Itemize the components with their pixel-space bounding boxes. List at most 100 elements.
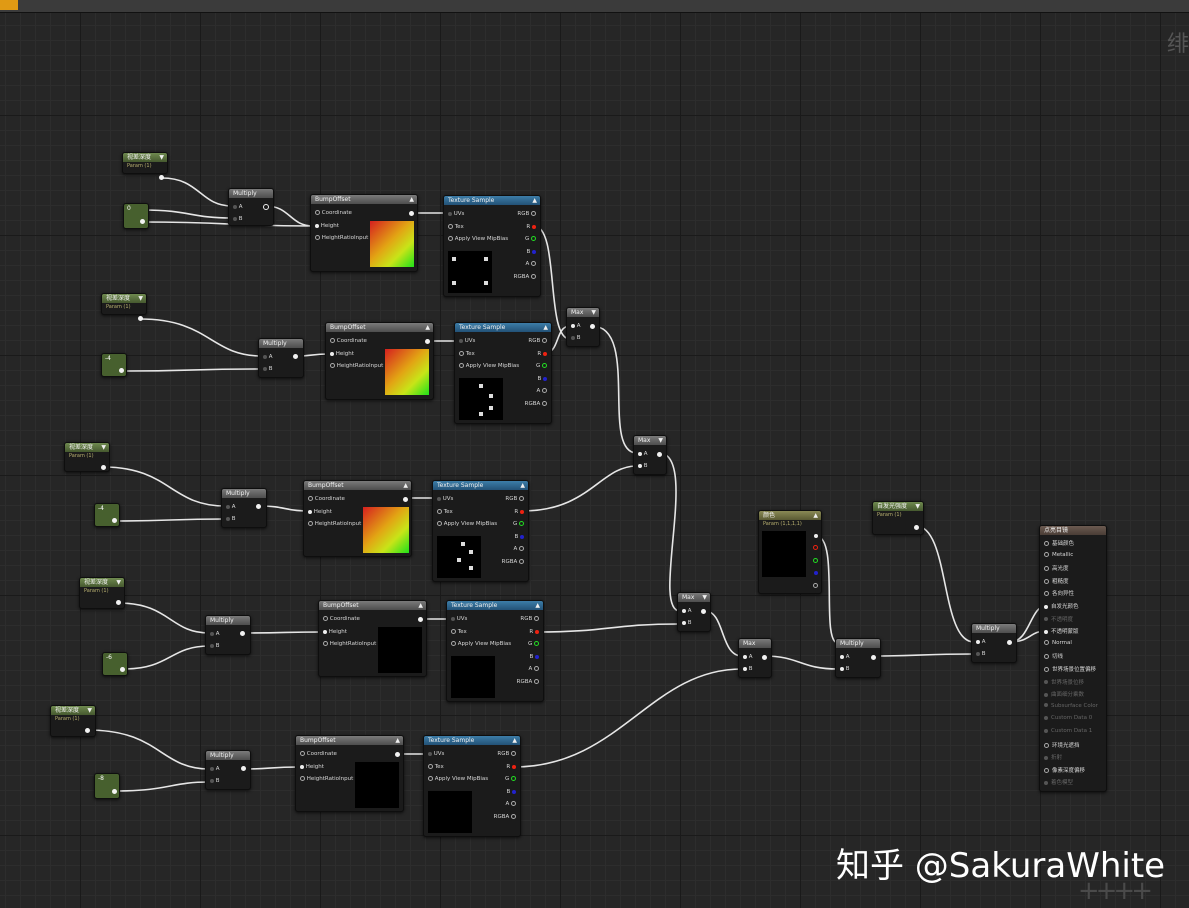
output-pin[interactable] <box>138 316 143 321</box>
texture-sample-node-3[interactable]: Texture Sample▲ UVs Tex Apply View MipBi… <box>432 480 529 582</box>
max-node-4[interactable]: Max A B <box>738 638 772 678</box>
output-pin[interactable] <box>263 204 269 210</box>
material-input-row[interactable]: 曲面细分乘数 <box>1044 690 1084 698</box>
param-node-depth-3[interactable]: 视差深度▼ Param (1) <box>64 442 110 472</box>
output-pin[interactable] <box>240 631 245 636</box>
max-node-2[interactable]: Max▼ A B <box>633 435 667 475</box>
max-node-1[interactable]: Max▼ A B <box>566 307 600 347</box>
output-pin[interactable] <box>657 452 662 457</box>
input-pin-icon[interactable] <box>1044 742 1049 748</box>
output-pin[interactable] <box>112 518 117 523</box>
param-node-depth-1[interactable]: 视差深度▼ Param (1) <box>122 152 168 180</box>
output-pin[interactable] <box>1007 640 1012 645</box>
material-input-row[interactable]: 各向异性 <box>1044 589 1074 597</box>
collapse-arrow-icon[interactable]: ▼ <box>159 154 164 161</box>
output-pin[interactable] <box>590 324 595 329</box>
output-pin[interactable] <box>762 655 767 660</box>
texture-sample-node-2[interactable]: Texture Sample▲ UVs Tex Apply View MipBi… <box>454 322 552 424</box>
output-pin[interactable] <box>701 609 706 614</box>
material-input-row[interactable]: 像素深度偏移 <box>1044 766 1085 774</box>
output-pin[interactable] <box>112 789 117 794</box>
material-input-row[interactable]: Normal <box>1044 639 1072 646</box>
material-input-row[interactable]: 粗糙度 <box>1044 577 1069 585</box>
output-pin[interactable] <box>409 211 414 216</box>
material-input-row[interactable]: 自发光颜色 <box>1044 602 1079 610</box>
output-pin[interactable] <box>159 175 164 180</box>
multiply-node-7[interactable]: Multiply A B <box>971 623 1017 663</box>
input-pin-icon[interactable] <box>1044 715 1048 720</box>
bump-offset-node-4[interactable]: BumpOffset▲ Coordinate Height HeightRati… <box>318 600 427 677</box>
material-input-row[interactable]: 基础颜色 <box>1044 539 1074 547</box>
input-pin-icon[interactable] <box>1044 604 1048 609</box>
collapse-arrow-icon[interactable]: ▼ <box>138 295 143 302</box>
input-pin-icon[interactable] <box>1044 551 1049 557</box>
input-pin-icon[interactable] <box>1044 780 1048 785</box>
output-pin[interactable] <box>116 600 121 605</box>
input-pin-icon[interactable] <box>1044 541 1049 546</box>
texture-sample-node-5[interactable]: Texture Sample▲ UVs Tex Apply View MipBi… <box>423 735 521 837</box>
constant-node-3[interactable]: -4 <box>94 503 120 527</box>
output-pin[interactable] <box>241 766 246 771</box>
material-input-row[interactable]: Metallic <box>1044 551 1073 558</box>
bump-offset-node-1[interactable]: BumpOffset▲ Coordinate Height HeightRati… <box>310 194 418 272</box>
toolbar-tab-active[interactable] <box>0 0 18 10</box>
output-pin[interactable] <box>256 504 261 509</box>
material-input-row[interactable]: 折射 <box>1044 753 1062 761</box>
multiply-node-3[interactable]: Multiply A B <box>221 488 267 528</box>
material-input-row[interactable]: 环境光遮挡 <box>1044 741 1080 749</box>
output-pin[interactable] <box>418 617 423 622</box>
bump-offset-node-3[interactable]: BumpOffset▲ Coordinate Height HeightRati… <box>303 480 412 557</box>
output-pin[interactable] <box>395 752 400 757</box>
collapse-arrow-icon[interactable]: ▼ <box>101 444 106 451</box>
color-param-node[interactable]: 颜色▲ Param (1,1,1,1) <box>758 510 822 594</box>
material-input-row[interactable]: Custom Data 1 <box>1044 728 1092 734</box>
input-pin-icon[interactable] <box>1044 566 1049 572</box>
output-pin[interactable] <box>293 354 298 359</box>
bump-offset-node-5[interactable]: BumpOffset▲ Coordinate Height HeightRati… <box>295 735 404 812</box>
multiply-node-5[interactable]: Multiply A B <box>205 750 251 790</box>
constant-node-1[interactable]: 0 <box>123 203 149 229</box>
param-node-depth-4[interactable]: 视差深度▼ Param (1) <box>79 577 125 609</box>
input-pin-icon[interactable] <box>1044 703 1048 708</box>
constant-node-4[interactable]: -6 <box>102 652 128 676</box>
constant-node-2[interactable]: -4 <box>101 353 127 377</box>
output-pin[interactable] <box>403 497 408 502</box>
material-input-row[interactable]: Custom Data 0 <box>1044 715 1092 721</box>
input-pin-icon[interactable] <box>1044 667 1049 672</box>
material-input-row[interactable]: 世界场景位置偏移 <box>1044 665 1096 673</box>
material-input-row[interactable]: Subsurface Color <box>1044 703 1098 709</box>
material-input-row[interactable]: 切线 <box>1044 652 1063 660</box>
material-input-row[interactable]: 高光度 <box>1044 564 1069 572</box>
multiply-node-1[interactable]: Multiply A B <box>228 188 274 226</box>
texture-sample-node-4[interactable]: Texture Sample▲ UVs Tex Apply View MipBi… <box>446 600 544 702</box>
output-pin[interactable] <box>914 525 919 530</box>
max-node-3[interactable]: Max▼ A B <box>677 592 711 632</box>
input-pin-icon[interactable] <box>1044 755 1048 760</box>
material-input-row[interactable]: 不透明度 <box>1044 615 1073 623</box>
output-pin[interactable] <box>101 465 106 470</box>
output-pin[interactable] <box>120 667 125 672</box>
emissive-intensity-param-node[interactable]: 自发光强度▼ Param (1) <box>872 501 924 535</box>
multiply-node-2[interactable]: Multiply A B <box>258 338 304 378</box>
output-pin[interactable] <box>425 339 430 344</box>
collapse-arrow-icon[interactable]: ▼ <box>87 707 92 714</box>
input-pin-icon[interactable] <box>1044 639 1049 645</box>
input-pin-icon[interactable] <box>1044 680 1048 685</box>
input-pin-icon[interactable] <box>1044 578 1049 584</box>
multiply-node-6[interactable]: Multiply A B <box>835 638 881 678</box>
output-pin[interactable] <box>140 219 145 224</box>
collapse-arrow-icon[interactable]: ▼ <box>116 579 121 586</box>
input-pin-icon[interactable] <box>1044 591 1049 597</box>
input-pin-icon[interactable] <box>1044 767 1049 773</box>
input-pin-icon[interactable] <box>1044 617 1048 622</box>
param-node-depth-5[interactable]: 视差深度▼ Param (1) <box>50 705 96 737</box>
input-pin-icon[interactable] <box>1044 692 1048 697</box>
input-pin-icon[interactable] <box>1044 654 1049 660</box>
material-input-row[interactable]: 着色模型 <box>1044 778 1073 786</box>
output-pin[interactable] <box>871 655 876 660</box>
input-pin-icon[interactable] <box>1044 629 1048 634</box>
texture-sample-node-1[interactable]: Texture Sample▲ UVs Tex Apply View MipBi… <box>443 195 541 297</box>
multiply-node-4[interactable]: Multiply A B <box>205 615 251 655</box>
input-pin-icon[interactable] <box>1044 728 1048 733</box>
